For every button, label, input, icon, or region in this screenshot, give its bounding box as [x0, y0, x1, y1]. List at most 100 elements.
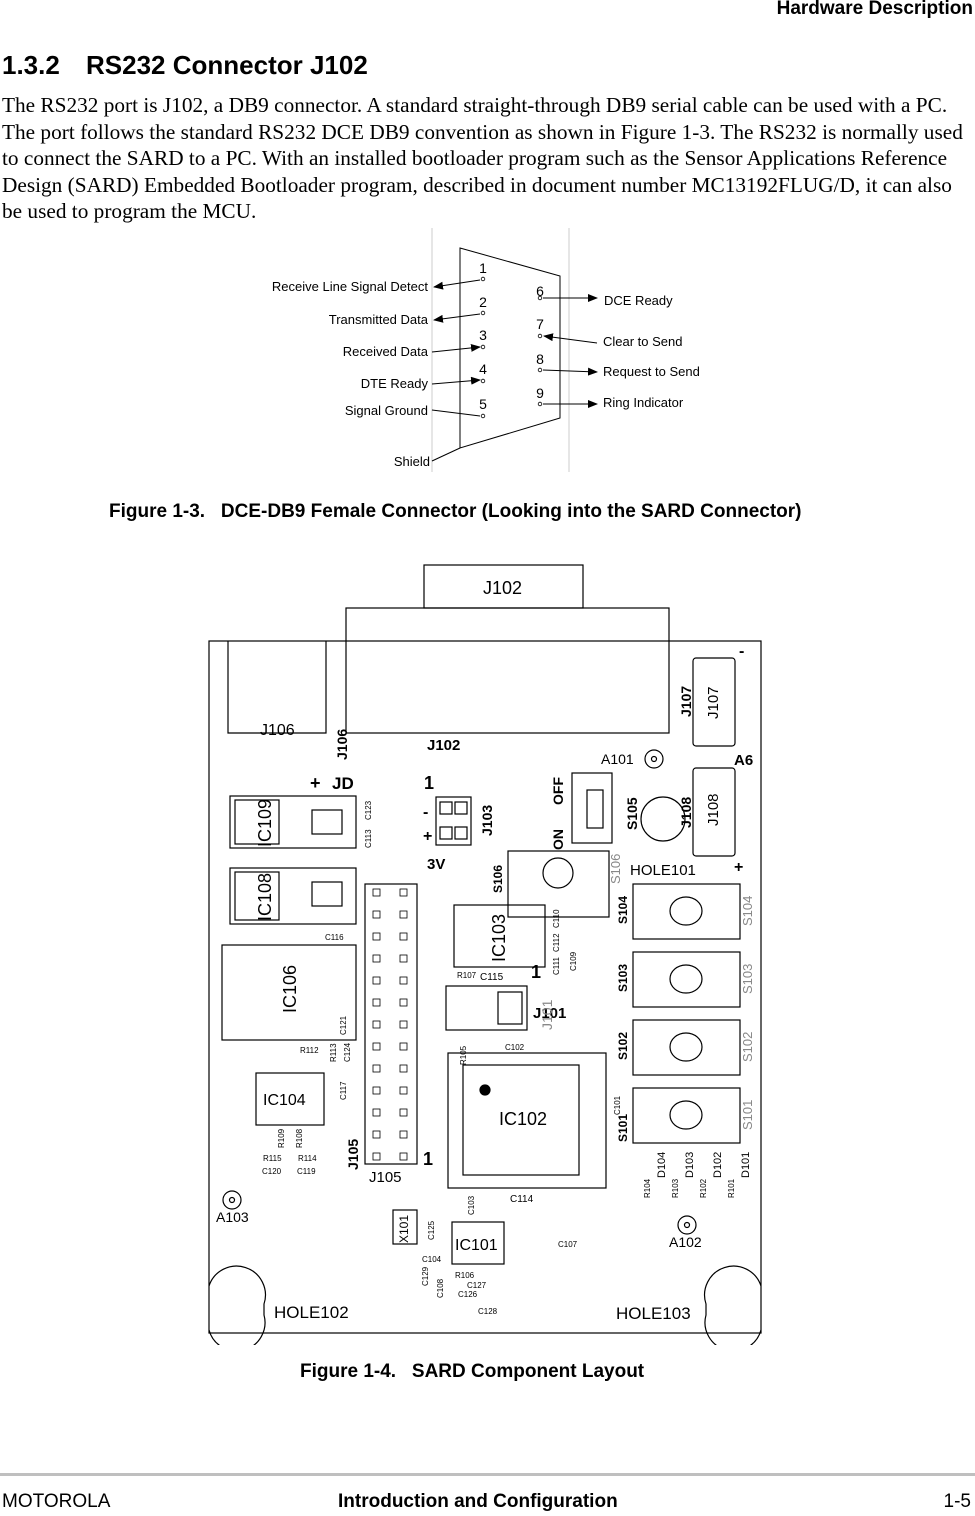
- label-j102: J102: [427, 737, 460, 754]
- label-j101: J101: [533, 1005, 566, 1022]
- label-dte-ready: DTE Ready: [361, 376, 429, 391]
- right-signal-arrows: [542, 294, 598, 408]
- label-c111: C111: [552, 957, 561, 975]
- label-c126: C126: [458, 1290, 478, 1299]
- label-c114: C114: [510, 1194, 534, 1205]
- section-number: 1.3.2: [2, 50, 60, 80]
- left-signal-labels: Receive Line Signal Detect Transmitted D…: [272, 279, 430, 469]
- pin-6-number: 6: [536, 283, 544, 299]
- label-ic102: IC102: [499, 1109, 547, 1129]
- label-ic108: IC108: [255, 873, 275, 921]
- label-minus-j103: -: [423, 804, 428, 821]
- label-ic106: IC106: [280, 965, 300, 1013]
- label-c101: C101: [613, 1095, 622, 1115]
- label-c119: C119: [297, 1167, 316, 1176]
- label-hole102: HOLE102: [274, 1303, 349, 1322]
- label-c117: C117: [339, 1081, 348, 1100]
- label-j103: J103: [479, 805, 495, 836]
- label-s102: S102: [616, 1032, 630, 1060]
- label-j101-ghost: J101: [539, 999, 555, 1030]
- section-heading: 1.3.2 RS232 Connector J102: [2, 50, 368, 81]
- label-request-to-send: Request to Send: [603, 364, 700, 379]
- label-s103-ghost: S103: [740, 964, 755, 994]
- label-j106: J106: [260, 722, 295, 739]
- label-c112: C112: [552, 933, 561, 952]
- label-r107: R107: [457, 971, 477, 980]
- label-r101: R101: [727, 1178, 736, 1198]
- figure-1-4-caption: Figure 1-4. SARD Component Layout: [300, 1361, 645, 1382]
- label-r104: R104: [643, 1178, 652, 1198]
- label-c125: C125: [427, 1220, 436, 1240]
- label-transmitted-data: Transmitted Data: [329, 312, 429, 327]
- left-signal-arrows: [431, 279, 481, 462]
- label-r102: R102: [699, 1178, 708, 1198]
- label-s101: S101: [616, 1114, 630, 1142]
- label-d101: D101: [740, 1152, 752, 1178]
- footer-page-number: 1-5: [943, 1491, 971, 1512]
- pin-2-number: 2: [479, 294, 487, 310]
- label-hole103: HOLE103: [616, 1304, 691, 1323]
- label-j108-bold: J108: [678, 797, 694, 828]
- label-j108: J108: [705, 793, 722, 826]
- label-r114: R114: [298, 1154, 317, 1163]
- left-pins: 1 2 3 4 5: [479, 260, 487, 419]
- pin-5-number: 5: [479, 396, 487, 412]
- label-pin1-j105: 1: [423, 1149, 433, 1169]
- label-r105: R105: [459, 1045, 468, 1065]
- label-c129: C129: [421, 1266, 430, 1286]
- pin-8-number: 8: [536, 351, 544, 367]
- pin-4-number: 4: [479, 361, 487, 377]
- pin-7-number: 7: [536, 316, 544, 332]
- label-a101: A101: [601, 751, 634, 767]
- label-c107: C107: [558, 1240, 578, 1249]
- label-3v: 3V: [427, 856, 445, 873]
- label-j105-bold: J105: [345, 1139, 361, 1170]
- label-a103: A103: [216, 1209, 249, 1225]
- footer-company: MOTOROLA: [2, 1491, 111, 1512]
- label-r108: R108: [295, 1128, 304, 1148]
- label-ic103: IC103: [489, 914, 509, 962]
- label-a102: A102: [669, 1234, 702, 1250]
- pin-3-number: 3: [479, 327, 487, 343]
- label-r115: R115: [263, 1154, 282, 1163]
- label-c110: C110: [552, 909, 561, 928]
- label-ic109: IC109: [255, 799, 275, 847]
- section-title: RS232 Connector J102: [86, 50, 368, 80]
- label-ic101: IC101: [455, 1237, 498, 1254]
- label-x101: X101: [397, 1215, 411, 1243]
- header-title: Hardware Description: [776, 0, 973, 19]
- label-plus-jd: +: [310, 773, 321, 793]
- label-pin1-j103: 1: [424, 773, 434, 793]
- label-c109: C109: [569, 951, 578, 971]
- label-d102: D102: [712, 1152, 724, 1178]
- label-j107: J107: [705, 686, 722, 719]
- label-dce-ready: DCE Ready: [604, 293, 673, 308]
- label-ring-indicator: Ring Indicator: [603, 395, 684, 410]
- label-s106: S106: [491, 865, 505, 893]
- label-r112: R112: [300, 1046, 319, 1055]
- label-pin1-j101: 1: [531, 962, 541, 982]
- footer-rule: [0, 1473, 975, 1476]
- label-c127: C127: [467, 1281, 487, 1290]
- label-r109: R109: [277, 1128, 286, 1148]
- pin-1-number: 1: [479, 260, 487, 276]
- label-jd: JD: [332, 774, 354, 793]
- label-on: ON: [550, 829, 566, 850]
- label-a6: A6: [734, 752, 753, 769]
- label-j105: J105: [369, 1169, 402, 1186]
- label-c103: C103: [467, 1195, 476, 1215]
- footer-chapter-title: Introduction and Configuration: [338, 1491, 618, 1512]
- label-j102-top: J102: [483, 578, 522, 598]
- label-c121: C121: [339, 1015, 348, 1035]
- label-signal-ground: Signal Ground: [345, 403, 428, 418]
- label-s101-ghost: S101: [740, 1100, 755, 1130]
- pin-9-number: 9: [536, 385, 544, 401]
- label-s106-ghost: S106: [608, 854, 623, 884]
- figure-1-3-caption: Figure 1-3. DCE-DB9 Female Connector (Lo…: [109, 501, 802, 522]
- db9-connector-diagram: 1 2 3 4 5 6 7 8 9 Receive Line Signal De…: [272, 228, 700, 472]
- label-d103: D103: [684, 1152, 696, 1178]
- label-j106-vertical: J106: [334, 729, 350, 760]
- label-c104: C104: [422, 1255, 442, 1264]
- label-c124: C124: [343, 1042, 352, 1062]
- label-plus-j108: +: [734, 859, 743, 876]
